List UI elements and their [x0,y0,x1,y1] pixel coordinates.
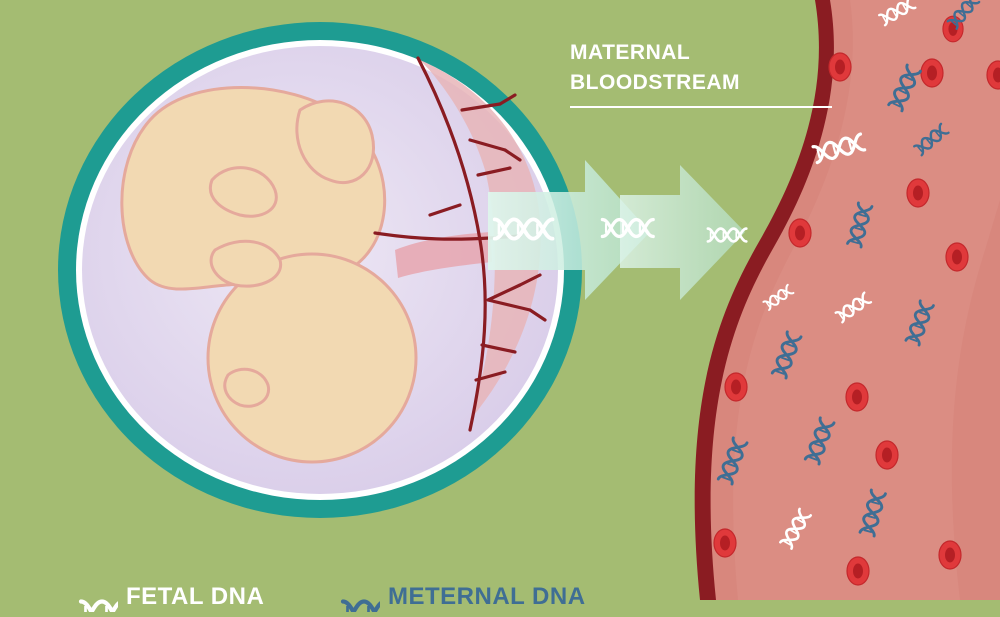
red-blood-cell-icon [828,52,852,82]
red-blood-cell-icon [724,372,748,402]
fetal-dna-transfer-diagram [58,0,1000,600]
fetus [120,86,418,464]
maternal-dna-legend-icon [300,582,380,612]
red-blood-cell-icon [945,242,969,272]
red-blood-cell-icon [713,528,737,558]
red-blood-cell-icon [920,58,944,88]
label-line-1: MATERNAL [570,41,691,64]
legend-fetal-dna: FETAL DNA [38,577,264,617]
dna-transfer-arrows [488,160,745,300]
red-blood-cell-icon [875,440,899,470]
red-blood-cell-icon [788,218,812,248]
legend-fetal-dna-label: FETAL DNA [126,583,265,610]
label-underline [570,106,832,108]
umbilical-cord [395,232,492,278]
red-blood-cell-icon [906,178,930,208]
red-blood-cell-icon [845,382,869,412]
red-blood-cell-icon [846,556,870,586]
legend-maternal-dna: METERNAL DNA [300,577,586,617]
maternal-bloodstream-label: MATERNAL BLOODSTREAM [570,38,832,108]
red-blood-cell-icon [938,540,962,570]
placental-vessels [373,56,547,432]
fetal-dna-legend-icon [38,582,118,612]
legend-maternal-dna-label: METERNAL DNA [388,583,586,610]
placenta [420,60,541,420]
label-line-2: BLOODSTREAM [570,71,740,94]
